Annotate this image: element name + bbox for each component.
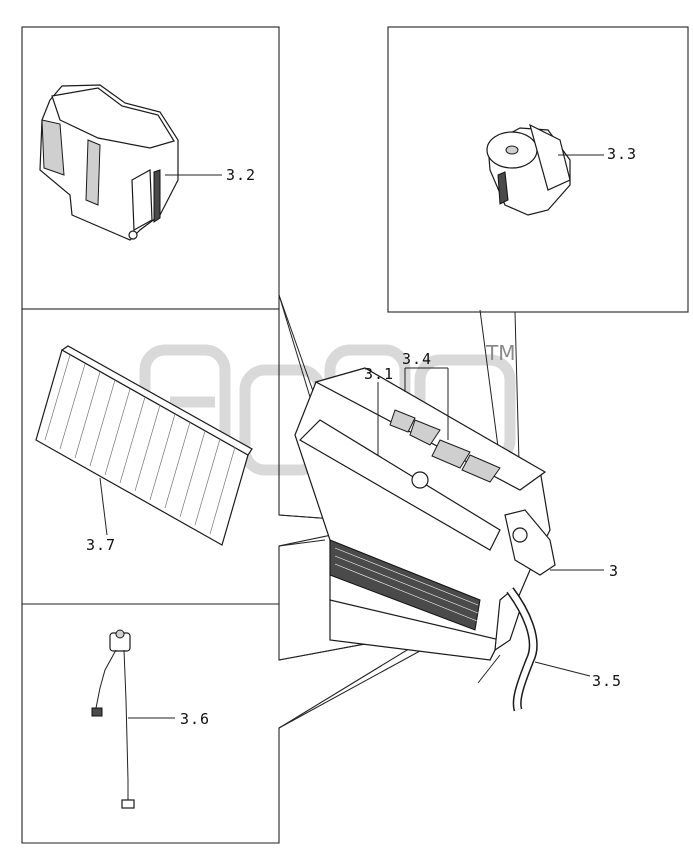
callout-3-4: 3.4	[402, 350, 432, 368]
part-3-2-housing	[39, 84, 179, 241]
callout-3-3: 3.3	[607, 145, 637, 163]
part-3-5-hose	[506, 587, 538, 712]
part-3-7-filter	[35, 345, 253, 546]
main-assembly	[294, 367, 556, 661]
filter-pleats	[44, 354, 236, 535]
trademark-symbol: TM	[485, 341, 515, 365]
frame-part-3-3	[387, 26, 689, 313]
callout-3-2: 3.2	[226, 166, 256, 184]
callout-3-6: 3.6	[180, 710, 210, 728]
radiator-fins	[334, 547, 479, 622]
callout-3: 3	[609, 562, 619, 580]
callout-3-5: 3.5	[592, 672, 622, 690]
frame-part-3-6	[21, 603, 441, 844]
part-3-6-sensor	[91, 629, 135, 809]
callout-3-7: 3.7	[86, 536, 116, 554]
part-3-3-valve	[486, 123, 571, 216]
callout-3-1: 3.1	[364, 365, 394, 383]
